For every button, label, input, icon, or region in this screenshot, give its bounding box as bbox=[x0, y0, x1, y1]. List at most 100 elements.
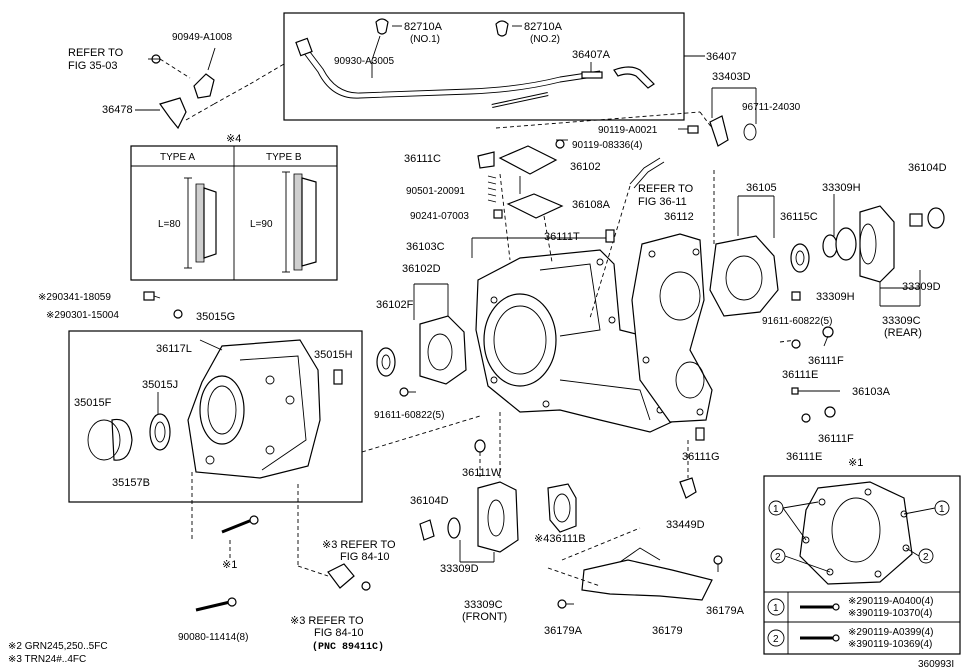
label-36111w: 36111W bbox=[462, 467, 502, 479]
label-33309d-front: 33309D bbox=[440, 563, 479, 575]
front-flange bbox=[419, 412, 577, 563]
type-a-length: L=80 bbox=[158, 219, 181, 230]
label-star1-small: ※1 bbox=[222, 559, 237, 571]
label-36179: 36179 bbox=[652, 625, 683, 637]
refer-fig-36-11-line1: REFER TO bbox=[638, 183, 694, 195]
breather-tube bbox=[495, 111, 713, 319]
inset-row1-line1: ※290119-A0400(4) bbox=[848, 596, 933, 607]
label-36179a-right: 36179A bbox=[706, 605, 745, 617]
type-table bbox=[130, 145, 338, 281]
refer-fig-36-11-line2: FIG 36-11 bbox=[638, 196, 687, 208]
label-33309h-top: 33309H bbox=[822, 182, 861, 194]
footnote-3: ※3 TRN24#..4FC bbox=[8, 654, 86, 665]
label-35015g: 35015G bbox=[196, 311, 235, 323]
label-rear: (REAR) bbox=[884, 327, 922, 339]
refer-84-10-b-line1: ※3 REFER TO bbox=[290, 615, 364, 627]
transfer-case bbox=[475, 249, 681, 433]
label-36111f-bot: 36111F bbox=[818, 433, 854, 445]
label-90341: ※290341-18059 bbox=[38, 292, 111, 303]
sensor-33449d bbox=[679, 440, 697, 499]
label-90949: 90949-A1008 bbox=[172, 32, 232, 43]
inset-box bbox=[763, 475, 961, 655]
inset-title: ※1 bbox=[848, 457, 863, 469]
label-82710a-2-sub: (NO.2) bbox=[530, 34, 560, 45]
label-36112: 36112 bbox=[664, 211, 694, 223]
label-33309d-right: 33309D bbox=[902, 281, 941, 293]
label-36111e-top: 36111E bbox=[782, 369, 818, 381]
label-91611-left: 91611-60822(5) bbox=[374, 410, 444, 421]
label-pnc: (PNC 89411C) bbox=[312, 641, 384, 653]
label-35015f: 35015F bbox=[74, 397, 112, 409]
type-table-text: ※4 TYPE A TYPE B L=80 L=90 bbox=[158, 133, 302, 230]
label-36407: 36407 bbox=[706, 51, 737, 63]
label-90501: 90501-20091 bbox=[406, 186, 465, 197]
label-36102d: 36102D bbox=[402, 263, 441, 275]
label-90301: ※290301-15004 bbox=[46, 310, 119, 321]
label-91611-right: 91611-60822(5) bbox=[762, 316, 832, 327]
refer-fig-35-03-line1: REFER TO bbox=[68, 47, 124, 59]
label-33309c-rear: 33309C bbox=[882, 315, 921, 327]
top-cover-parts bbox=[471, 139, 610, 263]
label-36103c: 36103C bbox=[406, 241, 445, 253]
inset-row1-num: 1 bbox=[773, 603, 779, 614]
label-36179a: 36179A bbox=[544, 625, 583, 637]
label-35157b: 35157B bbox=[112, 477, 150, 489]
label-36102f: 36102F bbox=[376, 299, 414, 311]
breather-hose-group bbox=[283, 12, 705, 121]
label-82710a-1-sub: (NO.1) bbox=[410, 34, 440, 45]
label-36111b: ※436111B bbox=[534, 533, 586, 545]
refer-84-10-b-line2: FIG 84-10 bbox=[314, 627, 364, 639]
label-35015h: 35015H bbox=[314, 349, 353, 361]
inset-row2-num: 2 bbox=[773, 634, 779, 645]
label-36105: 36105 bbox=[746, 182, 777, 194]
label-36111c: 36111C bbox=[404, 153, 441, 165]
callout-labels: REFER TO FIG 35-03 90949-A1008 36478 827… bbox=[38, 21, 947, 653]
figure-id: 360993I bbox=[918, 659, 954, 670]
inset-marker-1a: 1 bbox=[773, 504, 779, 515]
label-36117l: 36117L bbox=[156, 343, 192, 355]
bracket-36179 bbox=[547, 527, 723, 609]
label-36111e-bot: 36111E bbox=[786, 451, 822, 463]
bottom-bolts bbox=[191, 415, 481, 612]
inset-marker-2b: 2 bbox=[923, 552, 929, 563]
rear-retainer bbox=[709, 170, 810, 317]
refer-fig-35-03-line2: FIG 35-03 bbox=[68, 60, 118, 72]
label-33309h-mid: 33309H bbox=[816, 291, 855, 303]
label-36102: 36102 bbox=[570, 161, 601, 173]
label-36108a: 36108A bbox=[572, 199, 611, 211]
extension-housing-group bbox=[68, 330, 363, 503]
footnote-2: ※2 GRN245,250..5FC bbox=[8, 641, 108, 652]
label-36478: 36478 bbox=[102, 104, 133, 116]
footnotes: ※2 GRN245,250..5FC ※3 TRN24#..4FC 360993… bbox=[8, 641, 954, 670]
label-36104d-bot: 36104D bbox=[410, 495, 449, 507]
label-36111t: 36111T bbox=[544, 231, 580, 243]
rear-case bbox=[631, 233, 713, 423]
type-b-length: L=90 bbox=[250, 219, 273, 230]
bolts-right bbox=[695, 291, 840, 441]
front-adaptor bbox=[376, 283, 467, 397]
label-90119-a0021: 90119-A0021 bbox=[598, 125, 658, 136]
type-table-note: ※4 bbox=[226, 133, 241, 145]
type-a-header: TYPE A bbox=[160, 152, 195, 163]
inset-marker-1b: 1 bbox=[939, 504, 945, 515]
label-front: (FRONT) bbox=[462, 611, 507, 623]
label-33309c-front: 33309C bbox=[464, 599, 503, 611]
type-b-header: TYPE B bbox=[266, 152, 302, 163]
label-36103a: 36103A bbox=[852, 386, 891, 398]
inset-marker-2a: 2 bbox=[775, 552, 781, 563]
label-33449d: 33449D bbox=[666, 519, 705, 531]
label-96711: 96711-24030 bbox=[742, 102, 801, 113]
label-36111g: 36111G bbox=[682, 451, 720, 463]
label-90241: 90241-07003 bbox=[410, 211, 469, 222]
inset-row2-line1: ※290119-A0399(4) bbox=[848, 627, 933, 638]
label-35015j: 35015J bbox=[142, 379, 178, 391]
label-90080: 90080-11414(8) bbox=[178, 632, 248, 643]
inset-row1-line2: ※390119-10370(4) bbox=[848, 608, 932, 619]
label-36104d-top: 36104D bbox=[908, 162, 947, 174]
inset-row2-line2: ※390119-10369(4) bbox=[848, 639, 932, 650]
label-82710a-1: 82710A bbox=[404, 21, 443, 33]
shift-lever-group bbox=[678, 87, 757, 147]
refer-84-10-a-line2: FIG 84-10 bbox=[340, 551, 390, 563]
label-90119-08336: 90119-08336(4) bbox=[572, 140, 642, 151]
